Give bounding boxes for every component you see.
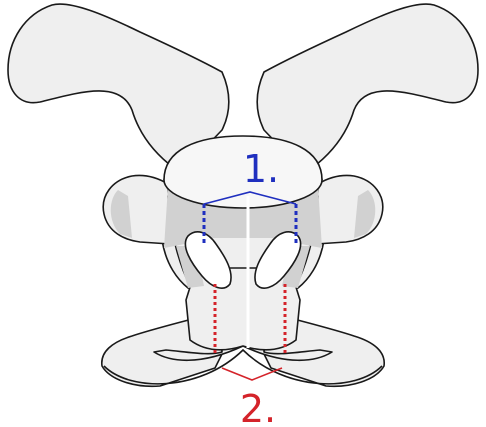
lower-bracket [222,368,282,380]
lower-label: 2. [240,387,276,427]
upper-label: 1. [243,147,279,191]
pubic-region [186,268,300,350]
